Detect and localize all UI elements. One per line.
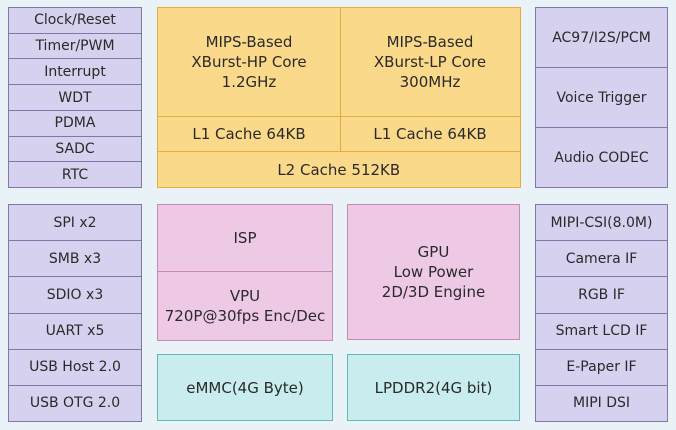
left-top-peripherals: Clock/Reset Timer/PWM Interrupt WDT PDMA…	[8, 7, 142, 188]
sadc-block: SADC	[9, 137, 141, 163]
usb-otg-block: USB OTG 2.0	[29, 395, 121, 412]
emmc-block: eMMC(4G Byte)	[157, 354, 333, 421]
vpu-block: VPU 720P@30fps Enc/Dec	[157, 270, 333, 341]
mipi-csi-block: MIPI-CSI(8.0M)	[536, 205, 667, 242]
clock-reset-block: Clock/Reset	[9, 8, 141, 34]
lp-l1-cache-block: L1 Cache 64KB	[339, 115, 521, 153]
gpu-block: GPU Low Power 2D/3D Engine	[347, 204, 520, 340]
lp-core-block: MIPS-Based XBurst-LP Core 300MHz	[339, 7, 521, 117]
voice-trigger-block: Voice Trigger	[536, 68, 667, 128]
interrupt-block: Interrupt	[9, 59, 141, 86]
isp-block: ISP	[157, 204, 333, 272]
left-bottom-peripherals: SPI x2 SMB x3 SDIO x3 UART x5 USB Host 2…	[8, 204, 142, 422]
uart-block: UART x5	[9, 314, 141, 350]
right-bottom-peripherals: MIPI-CSI(8.0M) Camera IF RGB IF Smart LC…	[535, 204, 668, 422]
hp-core-block: MIPS-Based XBurst-HP Core 1.2GHz	[157, 7, 341, 117]
mipi-dsi-block: MIPI DSI	[572, 395, 631, 412]
smart-lcd-if-block: Smart LCD IF	[536, 314, 667, 350]
e-paper-if-block: E-Paper IF	[536, 350, 667, 386]
rgb-if-block: RGB IF	[536, 277, 667, 314]
wdt-block: WDT	[9, 85, 141, 111]
usb-host-block: USB Host 2.0	[9, 350, 141, 386]
rtc-block: RTC	[61, 166, 89, 183]
pdma-block: PDMA	[9, 111, 141, 137]
l2-cache-block: L2 Cache 512KB	[157, 151, 521, 188]
sdio-block: SDIO x3	[9, 277, 141, 314]
timer-pwm-block: Timer/PWM	[9, 34, 141, 60]
lpddr2-block: LPDDR2(4G bit)	[347, 354, 520, 421]
right-top-peripherals: AC97/I2S/PCM Voice Trigger Audio CODEC	[535, 7, 668, 188]
spi-block: SPI x2	[9, 205, 141, 242]
audio-codec-block: Audio CODEC	[554, 149, 649, 166]
camera-if-block: Camera IF	[536, 241, 667, 278]
hp-l1-cache-block: L1 Cache 64KB	[157, 115, 341, 153]
ac97-i2s-pcm-block: AC97/I2S/PCM	[536, 8, 667, 68]
smb-block: SMB x3	[9, 241, 141, 278]
